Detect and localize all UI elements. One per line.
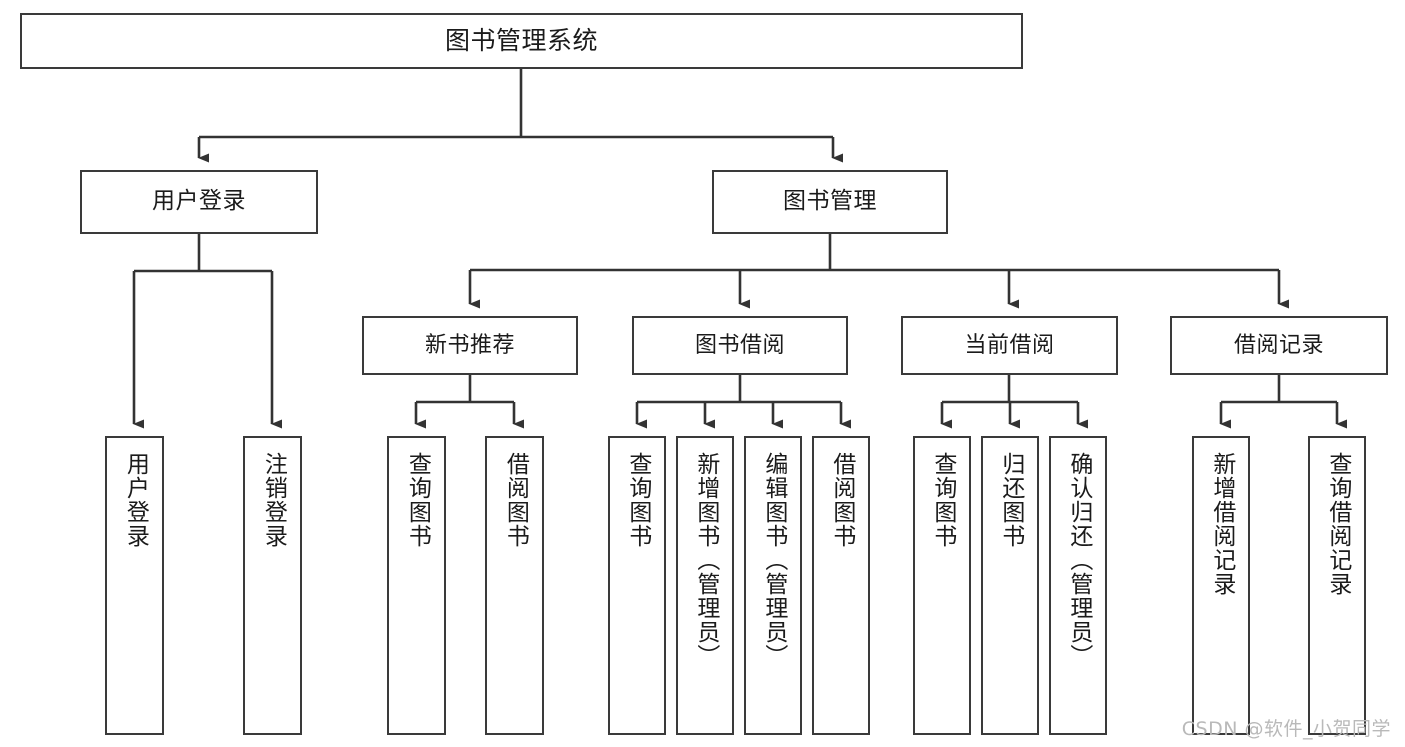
node-leaf-add-record[interactable]: 新增借阅记录 (1192, 436, 1250, 735)
node-book-manage[interactable]: 图书管理 (712, 170, 948, 234)
node-current-borrow-label: 当前借阅 (964, 332, 1055, 358)
node-new-book-rec-label: 新书推荐 (424, 332, 515, 358)
node-leaf-query-book-3[interactable]: 查询图书 (913, 436, 971, 735)
node-borrow-record-label: 借阅记录 (1233, 332, 1324, 358)
node-root[interactable]: 图书管理系统 (20, 13, 1023, 69)
node-leaf-logout-label: 注销登录 (260, 452, 287, 548)
node-borrow-record[interactable]: 借阅记录 (1170, 316, 1388, 375)
node-leaf-confirm-return[interactable]: 确认归还（管理员） (1049, 436, 1107, 735)
node-leaf-return-book-label: 归还图书 (997, 452, 1024, 548)
node-leaf-logout[interactable]: 注销登录 (243, 436, 302, 735)
node-leaf-add-book[interactable]: 新增图书（管理员） (676, 436, 734, 735)
node-new-book-rec[interactable]: 新书推荐 (362, 316, 578, 375)
node-leaf-query-record[interactable]: 查询借阅记录 (1308, 436, 1366, 735)
node-current-borrow[interactable]: 当前借阅 (901, 316, 1118, 375)
node-leaf-borrow-book-2[interactable]: 借阅图书 (812, 436, 870, 735)
node-root-label: 图书管理系统 (444, 26, 598, 56)
node-leaf-edit-book[interactable]: 编辑图书（管理员） (744, 436, 802, 735)
node-leaf-user-login-label: 用户登录 (122, 452, 149, 548)
node-leaf-add-record-label: 新增借阅记录 (1208, 452, 1235, 596)
node-leaf-borrow-book-1-label: 借阅图书 (502, 452, 529, 548)
node-leaf-query-book-2-label: 查询图书 (624, 452, 651, 548)
node-leaf-edit-book-label: 编辑图书（管理员） (760, 452, 787, 668)
node-leaf-query-book-1[interactable]: 查询图书 (387, 436, 446, 735)
node-leaf-return-book[interactable]: 归还图书 (981, 436, 1039, 735)
watermark-text: CSDN @软件_小贺同学 (1181, 718, 1391, 740)
node-leaf-query-book-3-label: 查询图书 (929, 452, 956, 548)
node-leaf-query-record-label: 查询借阅记录 (1324, 452, 1351, 596)
node-leaf-add-book-label: 新增图书（管理员） (692, 452, 719, 668)
node-book-borrow[interactable]: 图书借阅 (632, 316, 848, 375)
node-book-borrow-label: 图书借阅 (694, 332, 785, 358)
node-leaf-query-book-1-label: 查询图书 (404, 452, 431, 548)
node-leaf-borrow-book-2-label: 借阅图书 (828, 452, 855, 548)
node-leaf-user-login[interactable]: 用户登录 (105, 436, 164, 735)
node-user-login-label: 用户登录 (152, 188, 246, 215)
node-leaf-confirm-return-label: 确认归还（管理员） (1065, 452, 1092, 668)
node-book-manage-label: 图书管理 (783, 188, 877, 215)
node-leaf-query-book-2[interactable]: 查询图书 (608, 436, 666, 735)
node-leaf-borrow-book-1[interactable]: 借阅图书 (485, 436, 544, 735)
node-user-login[interactable]: 用户登录 (80, 170, 318, 234)
